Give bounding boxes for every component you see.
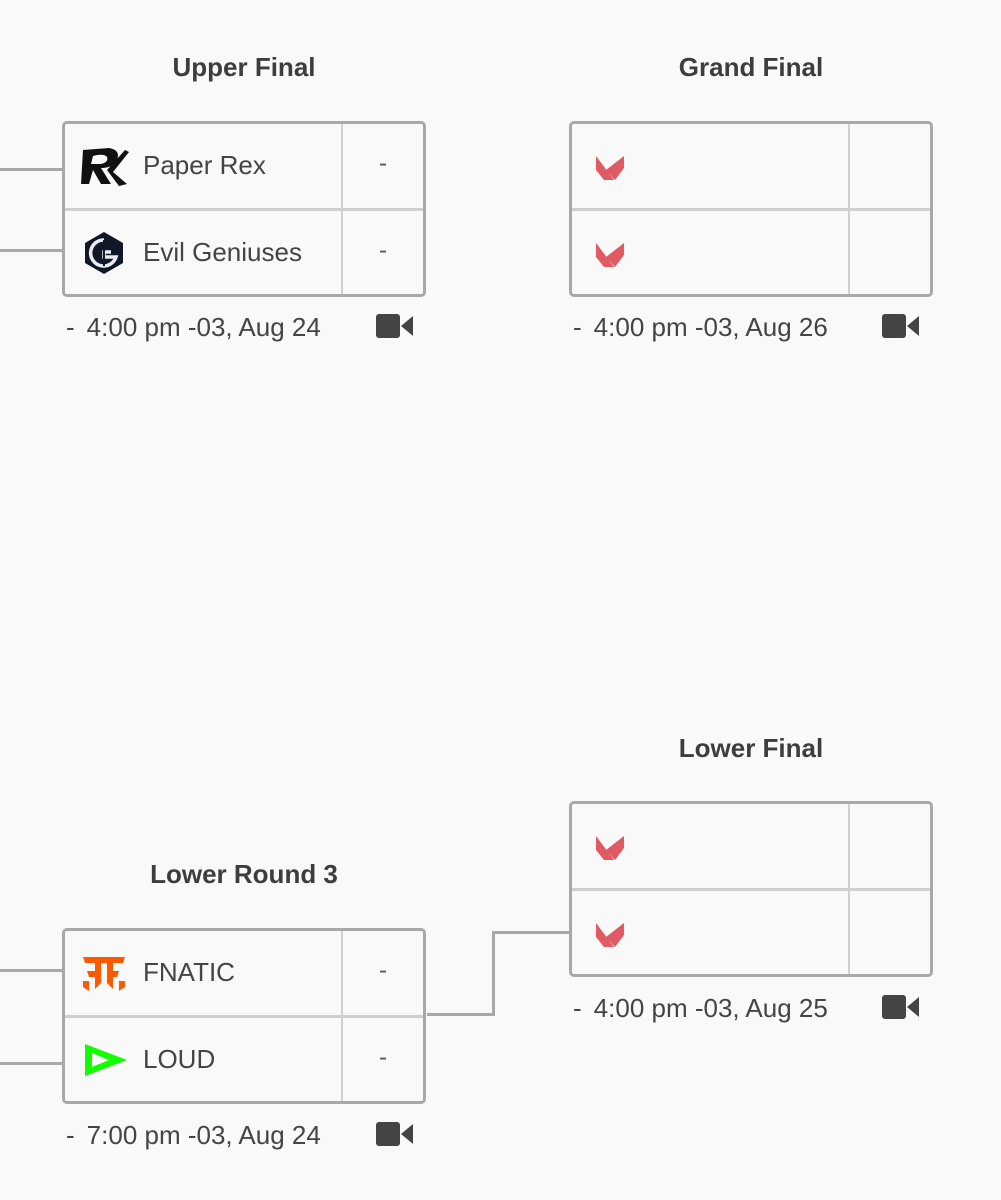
round-title-upper-final: Upper Final [172, 52, 316, 82]
match-status: - [66, 312, 75, 342]
valorant-logo [596, 836, 624, 860]
match-card-upper-final[interactable]: Paper Rex - Evil Geniuses - [62, 121, 426, 297]
video-camera-icon[interactable] [882, 312, 920, 340]
round-title-lower-round-3: Lower Round 3 [150, 859, 338, 889]
row-divider [65, 208, 423, 211]
video-camera-icon[interactable] [376, 312, 414, 340]
valorant-logo [596, 243, 624, 267]
team-score: - [379, 237, 387, 264]
match-time-text: 4:00 pm -03, Aug 24 [86, 312, 321, 342]
match-card-grand-final[interactable] [569, 121, 933, 297]
team-slot-tbd[interactable] [572, 124, 930, 208]
paper-rex-logo [81, 148, 129, 186]
match-status: - [573, 993, 582, 1023]
loud-logo [85, 1044, 127, 1076]
match-time-text: 4:00 pm -03, Aug 26 [593, 312, 828, 342]
team-slot[interactable]: Evil Geniuses - [65, 211, 423, 295]
team-name: FNATIC [143, 957, 235, 987]
match-status: - [66, 1120, 75, 1150]
evil-geniuses-logo [85, 232, 123, 274]
match-time: -4:00 pm -03, Aug 26 [573, 312, 828, 343]
fnatic-logo [83, 957, 125, 991]
match-time: -7:00 pm -03, Aug 24 [66, 1120, 321, 1151]
team-score: - [379, 1044, 387, 1071]
valorant-logo [596, 156, 624, 180]
bracket-connector [492, 931, 495, 1016]
team-slot-tbd[interactable] [572, 804, 930, 888]
bracket-connector [0, 168, 64, 171]
score-divider [848, 804, 850, 974]
bracket-connector [427, 1013, 495, 1016]
team-name: LOUD [143, 1044, 216, 1074]
score-divider [848, 124, 850, 294]
score-divider [341, 124, 343, 294]
bracket-connector [492, 931, 570, 934]
team-slot-tbd[interactable] [572, 211, 930, 295]
team-score: - [379, 150, 387, 177]
score-divider [341, 931, 343, 1101]
match-status: - [573, 312, 582, 342]
bracket-connector [0, 969, 64, 972]
round-title-grand-final: Grand Final [678, 52, 824, 82]
match-card-lower-round-3[interactable]: FNATIC - LOUD - [62, 928, 426, 1104]
match-time-text: 7:00 pm -03, Aug 24 [86, 1120, 321, 1150]
team-slot-tbd[interactable] [572, 891, 930, 975]
video-camera-icon[interactable] [376, 1120, 414, 1148]
row-divider [65, 1015, 423, 1018]
round-title-lower-final: Lower Final [678, 733, 824, 763]
video-camera-icon[interactable] [882, 993, 920, 1021]
team-slot[interactable]: FNATIC - [65, 931, 423, 1015]
team-slot[interactable]: Paper Rex - [65, 124, 423, 208]
match-time: -4:00 pm -03, Aug 24 [66, 312, 321, 343]
team-name: Paper Rex [143, 150, 266, 180]
team-score: - [379, 957, 387, 984]
match-time-text: 4:00 pm -03, Aug 25 [593, 993, 828, 1023]
bracket-connector [0, 249, 64, 252]
team-slot[interactable]: LOUD - [65, 1018, 423, 1102]
match-time: -4:00 pm -03, Aug 25 [573, 993, 828, 1024]
team-name: Evil Geniuses [143, 237, 302, 267]
bracket-connector [0, 1062, 64, 1065]
row-divider [572, 888, 930, 891]
row-divider [572, 208, 930, 211]
match-card-lower-final[interactable] [569, 801, 933, 977]
valorant-logo [596, 923, 624, 947]
